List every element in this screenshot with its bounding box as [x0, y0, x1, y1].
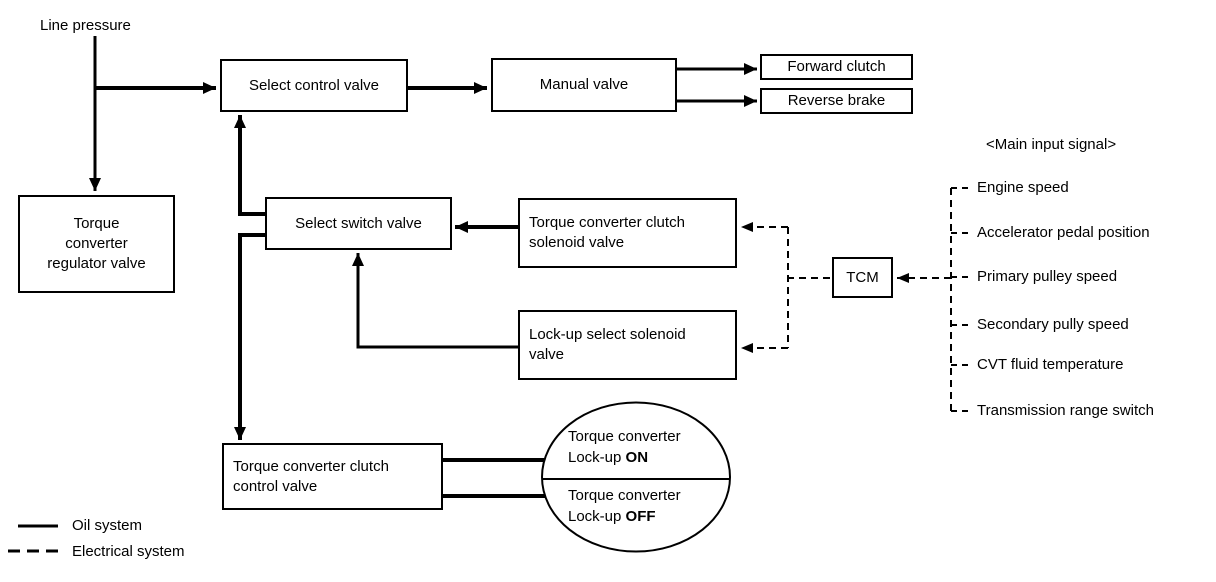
select-switch-valve-box: Select switch valve	[265, 197, 452, 250]
oil-line-lockup-solenoid-to-switch	[352, 253, 518, 349]
lockup-state-ellipse	[541, 401, 731, 553]
tcm-label: TCM	[846, 268, 879, 286]
lockup-off-line2: Lock-up OFF	[568, 506, 681, 527]
select-switch-valve-label: Select switch valve	[295, 214, 422, 232]
signal-accelerator-pedal-position: Accelerator pedal position	[977, 224, 1150, 241]
signal-transmission-range-switch: Transmission range switch	[977, 402, 1155, 419]
lockup-off-state: OFF	[625, 508, 656, 525]
lockup-off-label: Torque converter Lock-up OFF	[568, 485, 681, 527]
manual-valve-label: Manual valve	[539, 76, 629, 93]
lockup-on-label: Torque converter Lock-up ON	[568, 426, 681, 468]
tcc-solenoid-line2: solenoid valve	[529, 234, 625, 251]
lockup-off-prefix: Lock-up	[568, 508, 626, 525]
tcm-box: TCM	[832, 257, 893, 298]
legend-oil-system-label: Oil system	[72, 517, 143, 534]
torque-converter-clutch-solenoid-valve-box: Torque converter clutch solenoid valve	[518, 198, 737, 268]
legend-electrical-system-label: Electrical system	[72, 543, 185, 560]
forward-clutch-label: Forward clutch	[787, 58, 886, 75]
reverse-brake-box: Reverse brake	[760, 88, 913, 114]
lockup-on-state: ON	[625, 449, 649, 466]
select-control-valve-label: Select control valve	[248, 76, 380, 94]
tcc-solenoid-line1: Torque converter clutch	[529, 214, 685, 231]
signal-primary-pulley-speed: Primary pulley speed	[977, 268, 1118, 285]
oil-line-switch-to-select-control	[234, 115, 265, 216]
manual-valve-box: Manual valve	[491, 58, 677, 112]
regulator-valve-line2: converter	[65, 235, 128, 252]
regulator-valve-line1: Torque	[73, 215, 120, 232]
signal-secondary-pully-speed: Secondary pully speed	[977, 316, 1129, 333]
line-pressure-label: Line pressure	[40, 17, 131, 34]
lockup-solenoid-line2: valve	[529, 346, 565, 363]
tcc-control-line1: Torque converter clutch	[233, 457, 389, 475]
lockup-solenoid-line1: Lock-up select solenoid	[529, 326, 686, 343]
lockup-on-line1: Torque converter	[568, 428, 681, 445]
signal-cvt-fluid-temperature: CVT fluid temperature	[977, 356, 1124, 373]
lockup-select-solenoid-valve-box: Lock-up select solenoid valve	[518, 310, 737, 380]
lockup-on-prefix: Lock-up	[568, 449, 626, 466]
lockup-off-line1: Torque converter	[568, 487, 681, 504]
tcc-control-line2: control valve	[233, 477, 318, 495]
signal-engine-speed: Engine speed	[977, 179, 1069, 196]
forward-clutch-box: Forward clutch	[760, 54, 913, 80]
main-input-signal-title: <Main input signal>	[986, 136, 1117, 153]
torque-converter-clutch-control-valve-box: Torque converter clutch control valve	[222, 443, 443, 510]
regulator-valve-line3: regulator valve	[47, 255, 146, 272]
lockup-on-line2: Lock-up ON	[568, 447, 681, 468]
oil-line-switch-to-tcc-control	[234, 233, 265, 440]
reverse-brake-label: Reverse brake	[787, 92, 886, 109]
torque-converter-regulator-valve-box: Torque converter regulator valve	[18, 195, 175, 293]
select-control-valve-box: Select control valve	[220, 59, 408, 112]
